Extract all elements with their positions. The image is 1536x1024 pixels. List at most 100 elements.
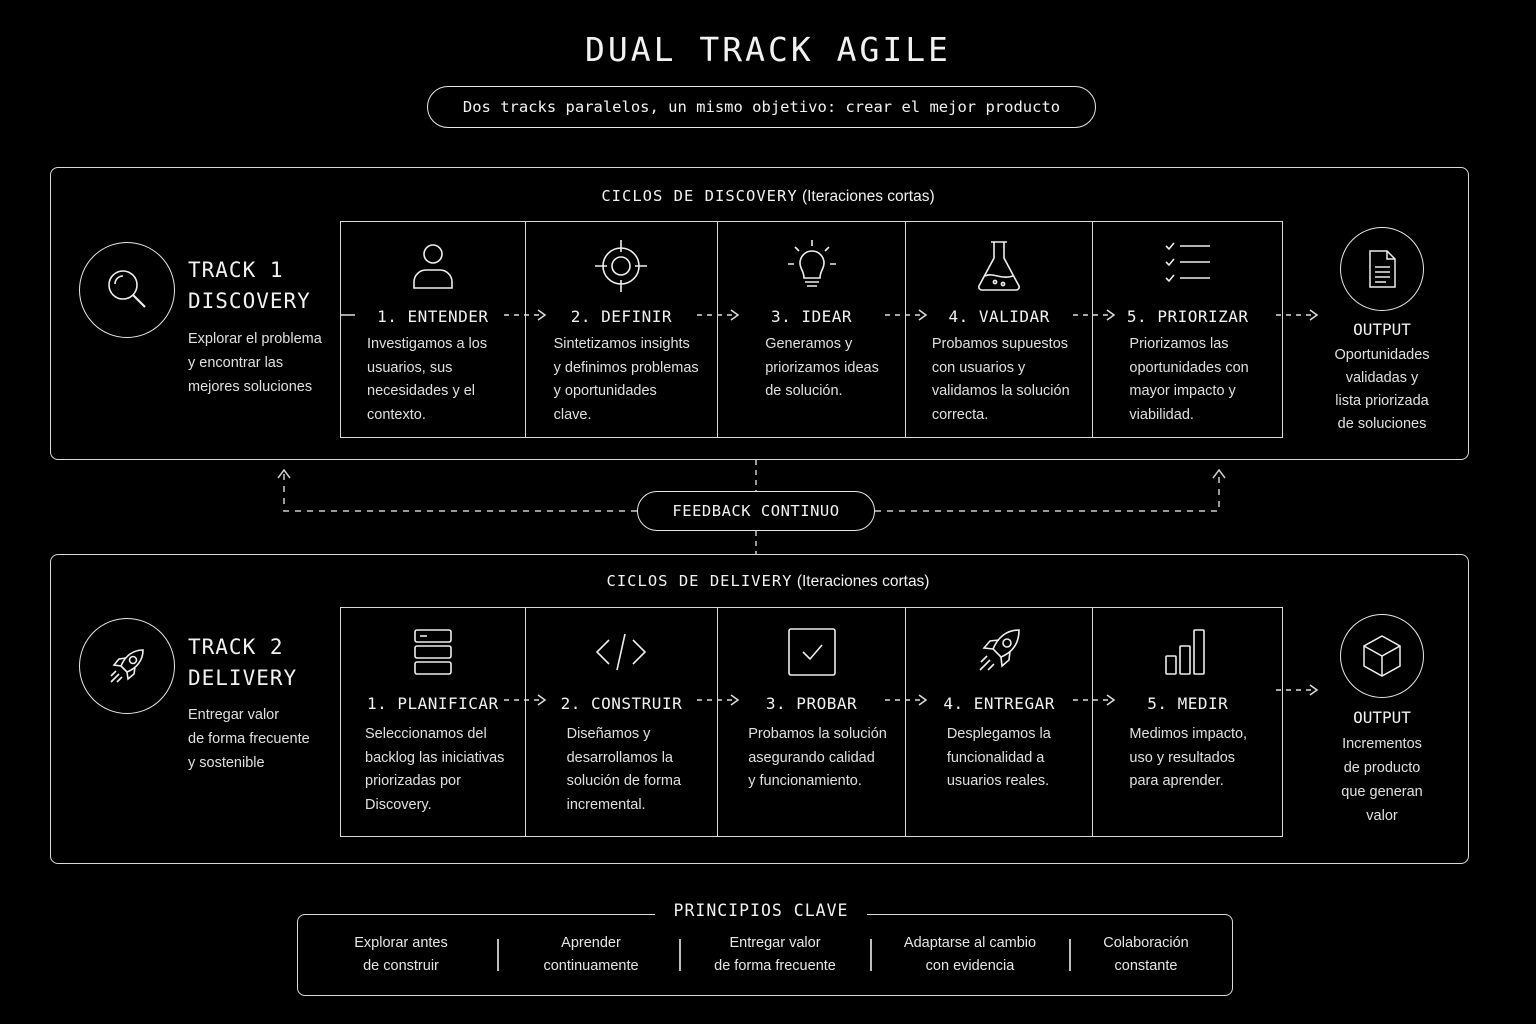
output-desc-line: que generan — [1341, 784, 1423, 800]
arrow-icon — [696, 694, 739, 706]
step-desc-line: Diseñamos y — [566, 726, 651, 742]
arrow-icon — [1072, 694, 1115, 706]
output-desc-line: Incrementos — [1342, 736, 1422, 752]
flask-icon — [971, 238, 1027, 294]
step-desc-line: viabilidad. — [1129, 406, 1194, 423]
stack-icon — [405, 624, 461, 680]
principle-divider — [1069, 939, 1071, 971]
principle-item: Aprender continuamente — [516, 932, 666, 978]
bar-chart-icon — [1160, 624, 1216, 680]
delivery-output-label: OUTPUT — [1353, 708, 1411, 727]
arrow-icon — [884, 694, 927, 706]
principle-line: Colaboración — [1103, 935, 1189, 951]
discovery-cycle-title-main: CICLOS DE DISCOVERY — [601, 187, 798, 205]
delivery-desc-line: de forma frecuente — [188, 731, 310, 747]
output-desc-line: valor — [1366, 808, 1398, 824]
discovery-track-name: TRACK 1 DISCOVERY — [188, 255, 311, 317]
feedback-pill: FEEDBACK CONTINUO — [637, 491, 875, 531]
step-desc-line: con usuarios y — [931, 359, 1026, 376]
step-desc-line: priorizamos ideas — [765, 359, 879, 376]
code-icon — [593, 624, 649, 680]
principle-line: Entregar valor — [729, 935, 821, 951]
step-label: 3. PROBAR — [765, 694, 858, 713]
document-icon — [1340, 227, 1424, 311]
lightbulb-icon — [784, 238, 840, 294]
step-desc-line: Investigamos a los — [367, 336, 488, 352]
principle-divider — [679, 939, 681, 971]
discovery-desc-line: y encontrar las — [188, 355, 284, 371]
arrow-icon — [1072, 309, 1115, 321]
step-desc-line: Seleccionamos del — [365, 726, 487, 742]
step-desc-line: correcta. — [931, 406, 989, 423]
output-desc-line: validadas y — [1345, 370, 1419, 386]
delivery-track-panel — [50, 554, 1469, 864]
delivery-desc-line: y sostenible — [188, 755, 265, 771]
step-desc-line: para aprender. — [1129, 773, 1224, 789]
principle-line: Adaptarse al cambio — [903, 935, 1037, 951]
principle-line: Aprender — [561, 935, 621, 951]
discovery-track-panel — [50, 167, 1469, 460]
arrow-icon — [503, 694, 546, 706]
step-desc-line: usuarios, sus — [367, 359, 453, 376]
principle-divider — [497, 939, 499, 971]
principle-line: de forma frecuente — [714, 958, 836, 974]
step-desc: Medimos impacto, uso y resultados para apr… — [1129, 723, 1247, 794]
step-desc-line: Priorizamos las — [1129, 336, 1229, 352]
principles-title: PRINCIPIOS CLAVE — [655, 901, 867, 920]
step-desc-line: y definimos problemas — [553, 359, 699, 376]
output-desc-line: Oportunidades — [1334, 347, 1430, 363]
step-desc-line: contexto. — [367, 406, 426, 423]
target-icon — [593, 238, 649, 294]
principle-line: Explorar antes — [354, 935, 448, 951]
principle-line: con evidencia — [925, 958, 1015, 974]
delivery-track-name: TRACK 2 DELIVERY — [188, 632, 297, 694]
step-desc-line: Generamos y — [765, 336, 853, 352]
delivery-track-desc: Entregar valor de forma frecuente y sost… — [188, 703, 310, 775]
step-desc-line: uso y resultados — [1129, 749, 1236, 766]
delivery-cycle-title-sub: (Iteraciones cortas) — [796, 573, 930, 590]
principle-item: Entregar valor de forma frecuente — [690, 932, 860, 978]
step-desc-line: Probamos supuestos — [931, 336, 1069, 352]
discovery-output-label: OUTPUT — [1353, 320, 1411, 339]
step-label: 5. PRIORIZAR — [1126, 307, 1249, 326]
step-desc: Generamos y priorizamos ideas de solución. — [765, 333, 879, 404]
principle-line: de construir — [363, 958, 439, 974]
delivery-step-medir: 5. MEDIR Medimos impacto, uso y resultado… — [1093, 608, 1282, 836]
step-label: 4. VALIDAR — [948, 307, 1050, 326]
step-label: 3. IDEAR — [770, 307, 853, 326]
step-desc-line: Probamos la solución — [748, 726, 887, 742]
step-desc-line: Desplegamos la — [946, 726, 1051, 742]
page-title: DUAL TRACK AGILE — [585, 30, 951, 69]
rocket-icon — [79, 618, 175, 714]
discovery-track-number: TRACK 1 — [188, 258, 284, 282]
principle-divider — [870, 939, 872, 971]
principle-line: continuamente — [543, 958, 639, 974]
step-desc-line: de solución. — [765, 383, 843, 399]
step-label: 5. MEDIR — [1147, 694, 1229, 713]
principle-item: Adaptarse al cambio con evidencia — [882, 932, 1058, 978]
arrow-icon — [696, 309, 739, 321]
rocket-icon — [971, 624, 1027, 680]
discovery-step-validar: 4. VALIDAR Probamos supuestos con usuario… — [906, 222, 1094, 437]
step-desc-line: validamos la solución — [931, 383, 1070, 399]
step-desc-line: usuarios reales. — [946, 773, 1050, 789]
delivery-desc-line: Entregar valor — [188, 707, 280, 723]
step-desc-line: Medimos impacto, — [1129, 726, 1248, 742]
step-label: 1. PLANIFICAR — [366, 694, 499, 713]
principle-item: Explorar antes de construir — [326, 932, 476, 978]
step-desc-line: y funcionamiento. — [748, 773, 862, 789]
discovery-desc-line: mejores soluciones — [188, 379, 313, 395]
step-label: 2. CONSTRUIR — [560, 694, 683, 713]
